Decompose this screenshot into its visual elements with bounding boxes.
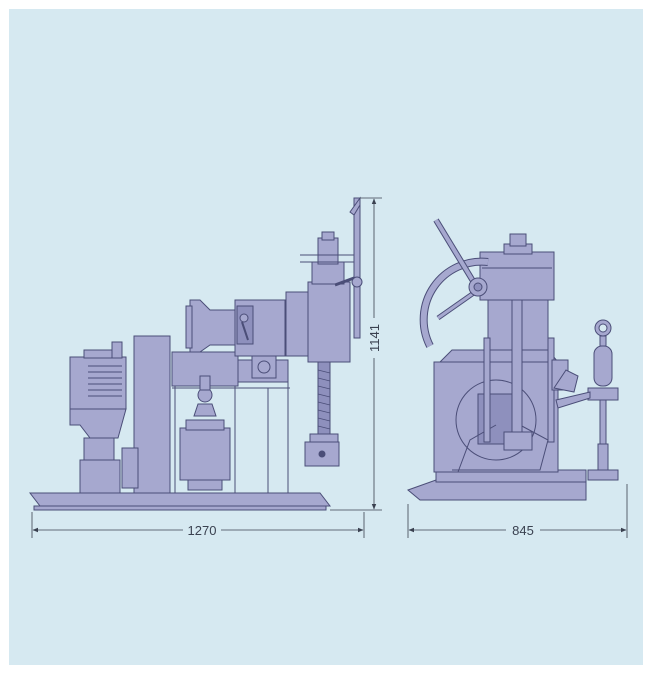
dim-height-label: 1141	[367, 324, 382, 352]
front-head	[479, 233, 579, 451]
front-view-machine	[407, 218, 619, 501]
dim-front-width-label: 845	[512, 523, 534, 538]
side-pump	[179, 375, 231, 491]
radiator-panel	[133, 335, 171, 494]
dimension-labels: 1270 1141 845	[183, 318, 540, 538]
side-base-rail	[33, 505, 327, 511]
side-base-skid	[28, 492, 332, 507]
engine	[69, 341, 127, 494]
engine-coupling	[121, 447, 139, 489]
front-base	[407, 479, 587, 501]
side-view-machine	[28, 196, 363, 511]
front-tank	[433, 349, 560, 473]
pressure-gauge-assembly	[555, 319, 619, 481]
dim-side-width-label: 1270	[188, 523, 217, 538]
front-handwheel	[419, 218, 489, 348]
spindle	[304, 361, 340, 467]
side-handwheel	[334, 196, 363, 339]
transmission	[185, 299, 286, 379]
drill-head	[285, 231, 360, 363]
